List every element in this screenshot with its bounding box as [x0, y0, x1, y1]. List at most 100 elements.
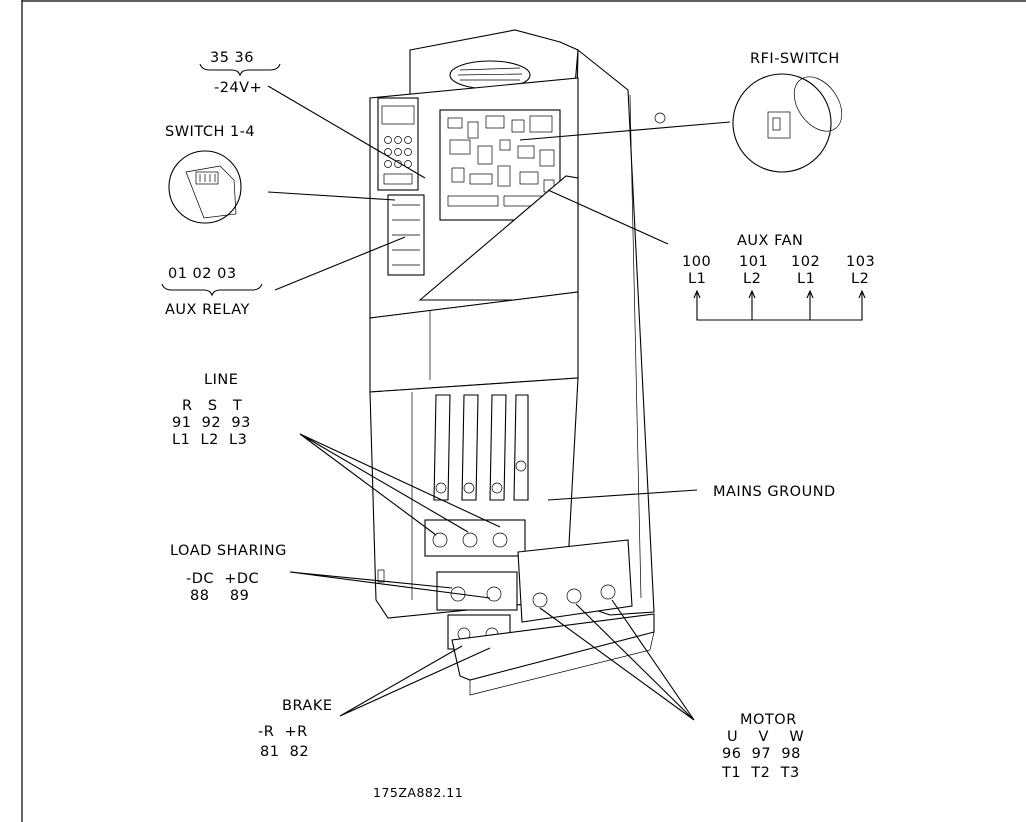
leader-aux-relay [274, 236, 406, 291]
leader-rfi [519, 121, 731, 141]
aux-fan-label: AUX FAN [737, 233, 803, 249]
aux-fan-terminal-phase: L2 [743, 271, 761, 287]
terminal-screw [600, 584, 616, 600]
motor-label: MOTOR [740, 712, 797, 728]
dip-switches [199, 174, 216, 182]
fan-grille [457, 67, 523, 81]
leader-aux-fan [547, 189, 669, 245]
board-component [469, 173, 493, 185]
lcp-button [384, 136, 392, 144]
leader-24v [267, 85, 426, 179]
drawing-frame [21, 0, 1026, 822]
leader-lines [267, 85, 731, 721]
board-component [539, 149, 555, 167]
lcp-button [384, 160, 392, 168]
board-component [449, 139, 471, 155]
line-label: LINE [204, 372, 238, 388]
rfi-switch-body [767, 111, 791, 139]
lcp-button [384, 148, 392, 156]
lcp-button [404, 136, 412, 144]
line-phases: R S T [182, 398, 242, 414]
leader-switch [267, 191, 396, 201]
bus-bar [489, 394, 507, 501]
motor-phases: U V W [727, 729, 804, 745]
terminals-24v-numbers: 35 36 [210, 50, 254, 66]
switch-label: SWITCH 1-4 [165, 124, 255, 140]
mount-hole [654, 112, 666, 124]
lcp-button [404, 148, 412, 156]
board-component [485, 115, 505, 129]
board-component [477, 145, 493, 165]
relay-lines [392, 204, 420, 266]
rfi-knob [793, 76, 843, 132]
bus-bar [433, 394, 451, 501]
switch-housing [185, 165, 237, 219]
base-plate-front [469, 631, 655, 696]
leader-load-sharing [289, 571, 491, 599]
terminals-24v-voltage: -24V+ [214, 80, 262, 96]
terminal-screw [462, 532, 478, 548]
board-component [519, 171, 539, 185]
aux-fan-terminal-phase: L2 [851, 271, 869, 287]
aux-fan-terminal-num: 101 [739, 254, 768, 270]
board-component [497, 165, 511, 187]
aux-relay-numbers: 01 02 03 [168, 266, 237, 282]
lcp-buttons [383, 136, 413, 185]
brace-aux-relay [161, 283, 263, 297]
load-sharing-block [436, 571, 518, 611]
board-component [529, 115, 553, 133]
leader-line [299, 433, 501, 536]
drawing-id: 175ZA882.11 [373, 785, 463, 800]
aux-fan-terminal-num: 103 [846, 254, 875, 270]
board-component [517, 145, 535, 159]
board-component [451, 167, 465, 183]
brake-polarity: -R +R [258, 724, 308, 740]
aux-fan-terminal-phase: L1 [797, 271, 815, 287]
rfi-inset [732, 73, 843, 173]
brake-terminals: 81 82 [260, 744, 309, 760]
switch-bank [195, 171, 219, 185]
bar-bolt [515, 460, 527, 472]
terminal-screw [432, 532, 448, 548]
bar-bolt [435, 482, 447, 494]
lcp-button [394, 136, 402, 144]
load-sharing-label: LOAD SHARING [170, 543, 287, 559]
hinge [377, 569, 385, 583]
bus-bar [461, 394, 479, 501]
aux-fan-terminal-phase: L1 [688, 271, 706, 287]
mains-ground-label: MAINS GROUND [713, 484, 836, 500]
bar-bolt [491, 482, 503, 494]
load-sharing-polarity: -DC +DC [186, 571, 259, 587]
mains-terminal-block [424, 519, 526, 557]
aux-relay-label: AUX RELAY [165, 302, 250, 318]
motor-phase-names: T1 T2 T3 [721, 765, 800, 781]
aux-fan-terminal-num: 100 [682, 254, 711, 270]
rfi-switch-label: RFI-SWITCH [750, 51, 840, 67]
board-component [499, 139, 511, 151]
terminal-screw [492, 532, 508, 548]
lcp-display [381, 105, 415, 125]
bar-bolt [463, 482, 475, 494]
motor-terminals: 96 97 98 [722, 746, 801, 762]
rfi-switch-lever [772, 117, 781, 131]
leader-motor [539, 599, 695, 721]
lcp-button-bar [383, 173, 413, 185]
rfi-inset-circle [732, 73, 832, 173]
board-component [467, 121, 479, 139]
aux-fan-arrows [693, 289, 866, 299]
line-terminals: 91 92 93 [172, 415, 251, 431]
terminal-screw [566, 588, 582, 604]
board-component [511, 119, 525, 133]
lcp-button [394, 148, 402, 156]
terminal-screw [532, 592, 548, 608]
board-component [447, 117, 463, 129]
board-component [447, 195, 499, 207]
switch-inset [168, 150, 242, 224]
brake-label: BRAKE [282, 698, 333, 714]
side-edge-line [629, 94, 642, 599]
terminal-screw [450, 586, 466, 602]
leader-mains-ground [547, 489, 698, 501]
brace-24v [199, 63, 281, 77]
